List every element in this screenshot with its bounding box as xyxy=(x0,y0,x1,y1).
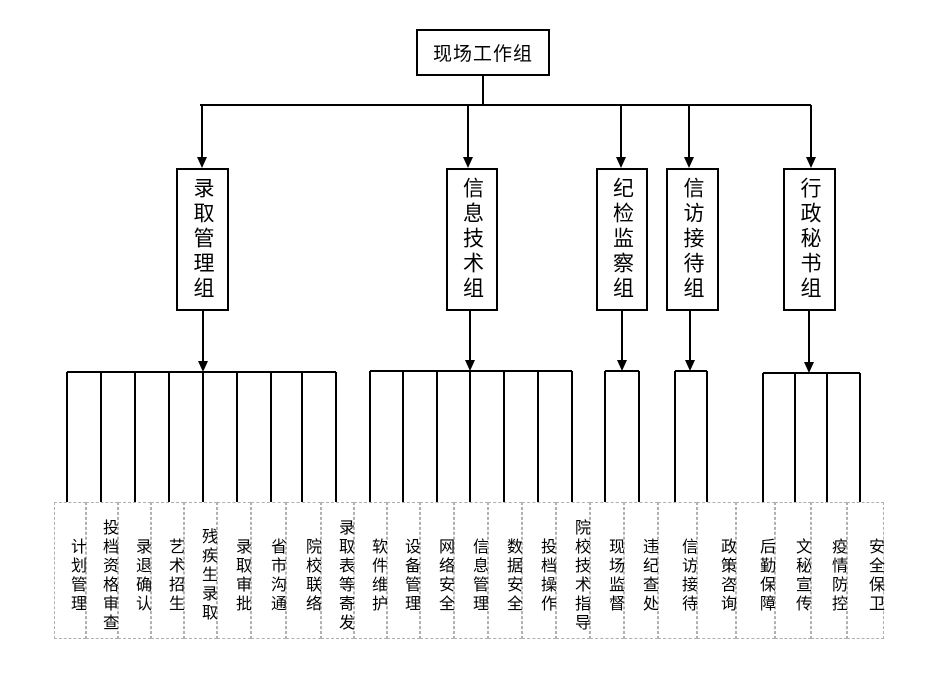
group-label: 录取管理组 xyxy=(191,177,215,302)
task-label: 艺术招生 xyxy=(166,537,185,614)
task-cell: 政策咨询 xyxy=(697,502,737,639)
task-cell: 计划管理 xyxy=(54,502,87,639)
task-label: 软件维护 xyxy=(369,537,388,614)
task-cell: 文秘宣传 xyxy=(775,502,812,639)
arrow-head xyxy=(198,361,208,372)
root-label: 现场工作组 xyxy=(432,43,533,65)
task-label: 疫情防控 xyxy=(829,537,848,614)
task-label: 院校技术指导 xyxy=(572,518,591,633)
task-cell: 软件维护 xyxy=(354,502,388,639)
group-node-it: 信息技术组 xyxy=(446,168,498,311)
task-label: 投档资格审查 xyxy=(100,518,119,633)
arrow-head xyxy=(804,362,814,373)
task-label: 安全保卫 xyxy=(866,537,885,614)
group-label: 行政秘书组 xyxy=(798,177,822,302)
group-label: 信息技术组 xyxy=(460,177,485,302)
task-cell: 信访接待 xyxy=(658,502,698,639)
root-node: 现场工作组 xyxy=(416,29,550,76)
task-cell: 数据安全 xyxy=(488,502,523,639)
task-label: 计划管理 xyxy=(68,537,87,614)
task-label: 录取表等寄发 xyxy=(336,518,355,633)
task-label: 录取审批 xyxy=(233,537,252,614)
arrow-head xyxy=(685,360,695,371)
task-cell: 省市沟通 xyxy=(251,502,287,639)
task-label: 现场监督 xyxy=(606,537,625,614)
arrow-head xyxy=(616,157,626,168)
task-cell: 投档操作 xyxy=(522,502,557,639)
task-cell: 设备管理 xyxy=(387,502,421,639)
arrow-head xyxy=(806,157,816,168)
task-cell: 院校联络 xyxy=(286,502,322,639)
group-node-discipline: 纪检监察组 xyxy=(596,168,648,311)
arrow-head xyxy=(463,157,473,168)
task-cell: 艺术招生 xyxy=(151,502,185,639)
group-node-admission: 录取管理组 xyxy=(176,168,229,311)
task-label: 网络安全 xyxy=(436,537,455,614)
arrow-head xyxy=(197,157,207,168)
task-cell: 后勤保障 xyxy=(736,502,776,639)
group-node-petition: 信访接待组 xyxy=(666,168,719,311)
task-label: 残疾生录取 xyxy=(199,528,218,623)
task-label: 省市沟通 xyxy=(268,537,287,614)
task-cell: 网络安全 xyxy=(420,502,455,639)
task-cell: 安全保卫 xyxy=(847,502,885,639)
task-label: 信访接待 xyxy=(679,537,698,614)
task-cell: 残疾生录取 xyxy=(184,502,218,639)
task-cell: 疫情防控 xyxy=(811,502,848,639)
task-label: 文秘宣传 xyxy=(793,537,812,614)
task-label: 院校联络 xyxy=(303,537,322,614)
task-label: 违纪查处 xyxy=(640,537,659,614)
task-label: 设备管理 xyxy=(402,537,421,614)
arrow-head xyxy=(465,360,475,371)
arrow-head xyxy=(617,360,627,371)
task-cell: 违纪查处 xyxy=(624,502,659,639)
task-label: 数据安全 xyxy=(504,537,523,614)
task-cell: 信息管理 xyxy=(454,502,489,639)
task-cell: 录退确认 xyxy=(118,502,152,639)
arrow-head xyxy=(684,157,694,168)
task-cell: 投档资格审查 xyxy=(86,502,119,639)
task-cell: 录取审批 xyxy=(217,502,252,639)
group-label: 信访接待组 xyxy=(681,177,705,302)
task-label: 信息管理 xyxy=(470,537,489,614)
group-label: 纪检监察组 xyxy=(610,177,635,302)
group-node-secretariat: 行政秘书组 xyxy=(783,168,836,311)
task-cell: 录取表等寄发 xyxy=(321,502,355,639)
task-label: 政策咨询 xyxy=(718,537,737,614)
task-cell: 现场监督 xyxy=(590,502,625,639)
task-label: 投档操作 xyxy=(538,537,557,614)
task-label: 后勤保障 xyxy=(757,537,776,614)
task-cell: 院校技术指导 xyxy=(556,502,591,639)
task-label: 录退确认 xyxy=(133,537,152,614)
